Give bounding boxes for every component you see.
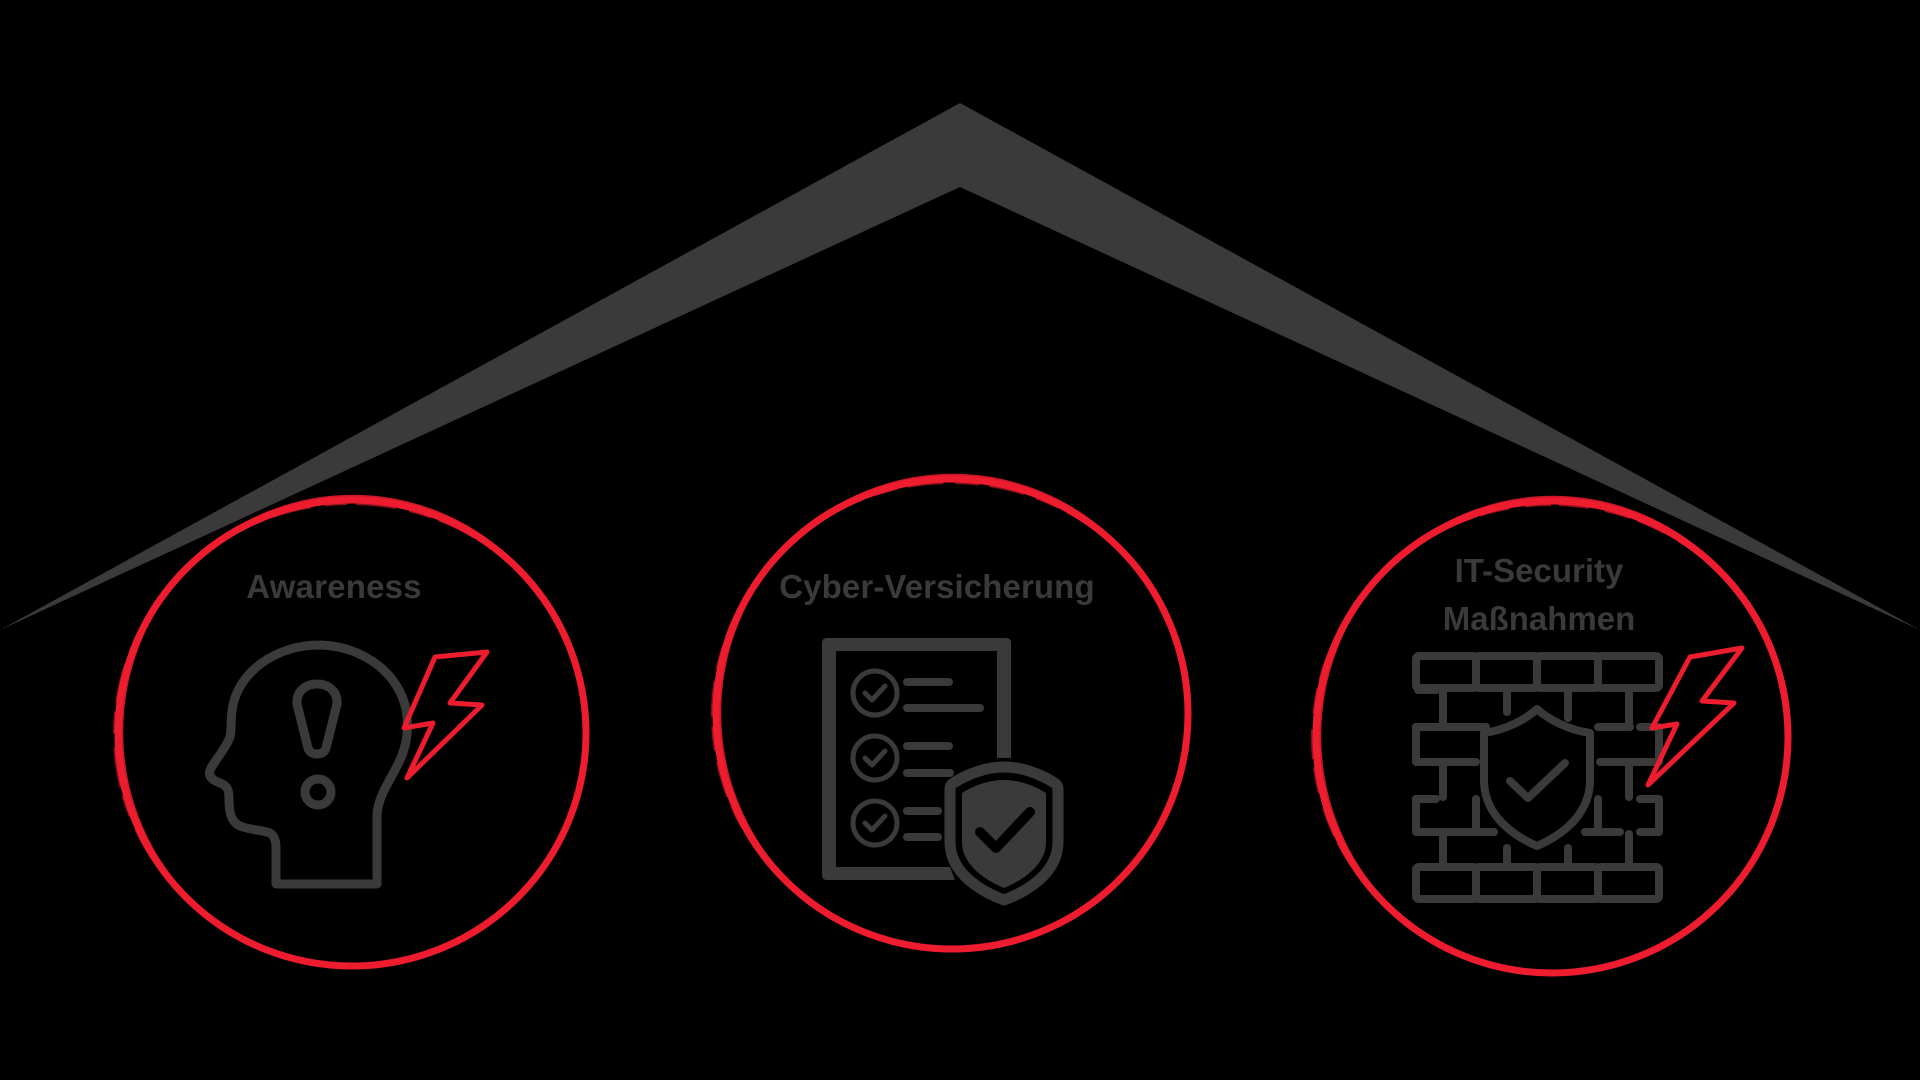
lightning-bolt-icon [1645,645,1745,788]
pillar-awareness [113,494,590,970]
red-brush-circle [1311,495,1792,977]
checklist-item-icon [850,733,900,783]
firewall-shield-icon [1412,652,1663,903]
pillar-title-it-security-line1: IT-Security [1454,552,1624,589]
lightning-bolt-icon [401,649,490,781]
pillar-title-cyber-insurance: Cyber-Versicherung [779,568,1095,605]
checklist-item-icon [850,668,900,718]
head-exclamation-icon [205,640,412,889]
pillar-title-awareness: Awareness [246,568,422,605]
pillar-cyber-insurance [711,473,1192,953]
red-brush-circle [711,473,1192,953]
pillar-title-it-security-line2: Maßnahmen [1442,600,1636,637]
checklist-item-icon [850,798,900,848]
red-brush-circle [113,494,590,970]
pillar-title-it-security: IT-Security Maßnahmen [1443,547,1636,643]
checklist-shield-icon [822,638,1064,906]
pillar-it-security [1311,495,1792,977]
